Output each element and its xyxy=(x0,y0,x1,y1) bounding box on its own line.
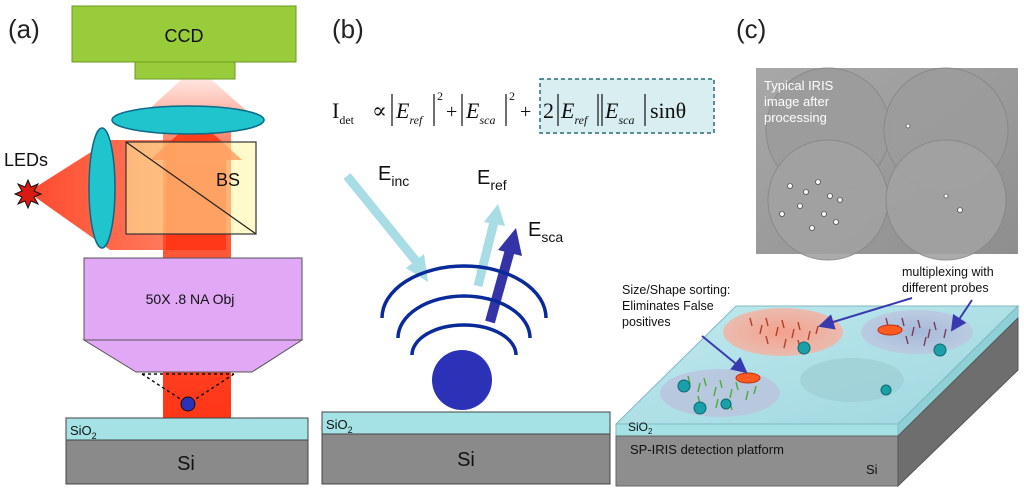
sio2-label-a: SiO2 xyxy=(70,423,97,441)
sample-particle xyxy=(180,396,196,412)
virus-particle xyxy=(880,384,892,396)
e-ref-arrow-head xyxy=(484,204,505,226)
objective-body xyxy=(83,257,303,341)
sorting-arrow xyxy=(701,335,748,374)
nanoparticle xyxy=(432,350,492,410)
eq-e-ref-2: Eref xyxy=(560,98,589,127)
eq-e-sca-1: Esca xyxy=(465,98,495,127)
e-inc-label: Einc xyxy=(378,163,409,189)
bs-label: BS xyxy=(216,170,240,190)
multiplex-line-2: different probes xyxy=(902,281,989,295)
eq-two: 2 xyxy=(543,98,554,123)
virus-particle xyxy=(720,398,732,410)
wavefront-outer xyxy=(380,264,548,319)
e-sca-label: Esca xyxy=(528,219,563,245)
probe-spot-green xyxy=(660,369,780,417)
eq-plus-2: + xyxy=(520,101,531,123)
sio2-label-b: SiO2 xyxy=(326,417,353,435)
virus-particle xyxy=(693,401,707,415)
leds-label: LEDs xyxy=(4,150,48,170)
eq-plus-1: + xyxy=(446,101,457,123)
eq-intensity: Idet xyxy=(332,98,355,127)
chip-sio2-front xyxy=(615,423,899,437)
ccd-mount xyxy=(134,61,236,80)
si-substrate-b xyxy=(321,433,611,485)
iris-caption-line-1: Typical IRIS xyxy=(764,78,834,93)
si-label-a: Si xyxy=(177,453,195,475)
virus-particle xyxy=(677,379,691,393)
sio2-layer-a xyxy=(65,417,309,441)
panel-b: (b) Idet ∝ Eref 2 + Esca 2 + 2 Eref Esca xyxy=(321,14,715,485)
chip-si-side xyxy=(897,316,1019,488)
sio2-layer-b xyxy=(321,411,611,435)
virus-particle xyxy=(933,343,947,357)
eq-e-sca-2: Esca xyxy=(604,98,634,127)
iris-particles xyxy=(779,123,963,231)
probe-spot-red xyxy=(723,308,843,356)
iris-caption-line-2: image after xyxy=(764,94,830,109)
virus-particle xyxy=(797,341,811,355)
eq-proportional: ∝ xyxy=(372,98,387,123)
bs-diagonal xyxy=(125,141,257,235)
panel-b-label: (b) xyxy=(332,14,364,44)
multiplex-line-1: multiplexing with xyxy=(902,265,994,279)
si-label-b: Si xyxy=(457,449,475,471)
false-positive-particle xyxy=(877,324,903,336)
eq-e-ref-1: Eref xyxy=(395,98,424,127)
ccd-label: CCD xyxy=(165,26,204,46)
iris-spot xyxy=(885,139,1007,261)
sorting-line-3: positives xyxy=(622,315,671,329)
probe-bristles-green xyxy=(687,375,757,411)
panel-a-label: (a) xyxy=(8,14,40,44)
objective-tip xyxy=(82,339,304,373)
si-label-c: Si xyxy=(866,462,878,477)
platform-label: SP-IRIS detection platform xyxy=(630,442,784,457)
e-sca-arrow-head xyxy=(498,228,522,256)
interference-term-box xyxy=(539,78,715,134)
sp-iris-chip: SiO2 SP-IRIS detection platform Si xyxy=(614,304,1020,488)
panel-c: (c) Typical IRIS image after processing xyxy=(614,14,1020,488)
multiplex-arrow-1 xyxy=(818,297,913,330)
panel-c-label: (c) xyxy=(736,14,766,44)
wavefront-middle xyxy=(396,294,532,339)
tube-lens xyxy=(111,105,265,135)
false-positive-particle xyxy=(735,372,761,384)
e-inc-arrow-head xyxy=(406,254,428,282)
sio2-label-c: SiO2 xyxy=(628,420,653,436)
e-ref-arrow-shaft xyxy=(473,220,499,288)
ccd-body xyxy=(71,5,297,63)
detection-equation: Idet ∝ Eref 2 + Esca 2 + 2 Eref Esca sin… xyxy=(332,89,686,127)
sorting-line-1: Size/Shape sorting: xyxy=(622,283,730,297)
probe-bristles-red xyxy=(749,317,819,349)
e-sca-arrow-shaft xyxy=(485,248,515,324)
sorting-line-2: Eliminates False xyxy=(622,299,714,313)
captured-particles xyxy=(677,324,947,415)
probe-spot-empty xyxy=(800,358,904,402)
eq-square-2: 2 xyxy=(509,89,515,103)
wavefront-inner xyxy=(410,323,518,356)
e-ref-label: Eref xyxy=(477,167,507,193)
iris-image: Typical IRIS image after processing xyxy=(756,67,1018,261)
multiplex-arrow-2 xyxy=(950,299,973,332)
objective-label: 50X .8 NA Obj xyxy=(146,291,235,307)
iris-caption-line-3: processing xyxy=(764,110,827,125)
iris-spot xyxy=(767,139,889,261)
si-substrate-a xyxy=(65,439,309,485)
eq-square-1: 2 xyxy=(437,89,443,103)
eq-sin-theta: sinθ xyxy=(650,98,686,123)
e-inc-arrow-shaft xyxy=(343,173,424,269)
probe-spot-blue xyxy=(861,310,973,354)
condenser-lens xyxy=(88,127,116,249)
panel-a: (a) CCD BS LEDs 50X .8 NA Obj SiO2 xyxy=(4,5,309,485)
led-source-icon xyxy=(13,178,43,210)
